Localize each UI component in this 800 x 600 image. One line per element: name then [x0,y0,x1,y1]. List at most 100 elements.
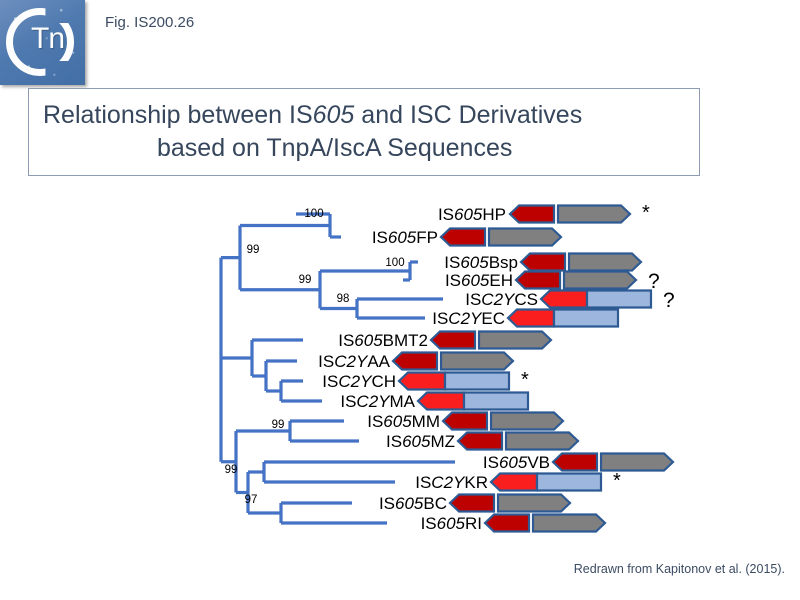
taxon-row: IS605HP [438,205,506,224]
bootstrap-value-7: 97 [245,494,258,506]
taxon-label-13: ISC2YKR [415,473,488,492]
gene-box-isca-9 [462,391,530,411]
taxon-name-pre: IS [386,432,402,451]
gene-box-isca-4 [585,289,653,309]
taxon-label-4: ISC2YCS [465,290,538,309]
taxon-row: IS605Bsp [444,253,518,272]
taxon-name-italic: 605 [454,205,483,224]
taxon-label-2: IS605Bsp [444,253,518,272]
taxon-name-pre: IS [322,372,338,391]
taxon-name-italic: 605 [395,494,424,513]
taxon-row: IS605VB [483,453,550,472]
gene-arrow-orfb-11 [504,431,580,451]
title-box: Relationship between IS605 and ISC Deriv… [28,88,700,176]
taxon-name-post: BMT2 [383,331,428,350]
taxon-name-pre: IS [465,290,481,309]
taxon-name-pre: IS [438,205,454,224]
bootstrap-value-4: 98 [337,293,350,305]
gene-arrow-tnpa-1 [439,227,487,247]
taxon-name-pre: IS [338,331,354,350]
taxon-label-0: IS605HP [438,205,506,224]
title-line-1: Relationship between IS605 and ISC Deriv… [29,99,699,132]
taxon-name-post: CH [371,372,396,391]
taxon-name-pre: IS [483,453,499,472]
taxon-name-post: Bsp [489,253,518,272]
gene-arrow-tnpa-9 [416,391,466,411]
taxon-name-italic: 605 [383,412,412,431]
gene-arrow-tnpa-15 [483,513,531,533]
gene-arrow-tnpa-3 [514,270,562,290]
gene-arrow-tnpa-14 [448,493,496,513]
gene-arrow-tnpa-6 [429,330,477,350]
gene-arrow-tnpa-5 [506,308,556,328]
taxon-name-pre: IS [432,309,448,328]
taxon-name-italic: 605 [499,453,528,472]
taxon-name-post: RI [465,514,482,533]
taxon-name-post: EH [489,271,513,290]
gene-box-isca-13 [535,472,603,492]
gene-arrow-orfb-7 [439,351,515,371]
taxon-name-italic: C2Y [448,309,483,328]
taxon-name-post: CS [514,290,538,309]
marker-question-4: ? [663,289,675,312]
gene-arrow-tnpa-7 [391,351,439,371]
gene-arrow-tnpa-10 [441,411,489,431]
taxon-name-post: AA [367,352,390,371]
taxon-name-post: FP [416,228,438,247]
gene-arrow-tnpa-0 [508,204,556,224]
taxon-name-post: VB [527,453,550,472]
taxon-row: IS605BC [379,494,447,513]
title-line1-pre: Relationship between IS [43,101,313,129]
marker-asterisk-13: * [613,470,621,492]
taxon-row: IS605MM [367,412,440,431]
taxon-label-8: ISC2YCH [322,372,396,391]
title-line1-post: and ISC Derivatives [354,101,583,129]
taxon-label-10: IS605MM [367,412,440,431]
gene-arrow-orfb-0 [556,204,632,224]
taxon-name-italic: 605 [460,253,489,272]
taxon-row: ISC2YKR [415,473,488,492]
taxon-label-5: ISC2YEC [432,309,505,328]
taxon-label-9: ISC2YMA [340,392,415,411]
gene-arrow-orfb-12 [599,452,675,472]
taxon-name-italic: 605 [461,271,490,290]
gene-arrow-tnpa-13 [489,472,539,492]
taxon-name-italic: 605 [388,228,417,247]
taxon-name-italic: C2Y [338,372,373,391]
logo-c-ring [6,8,74,76]
taxon-name-italic: C2Y [356,392,391,411]
taxon-name-italic: 605 [354,331,383,350]
source-credit: Redrawn from Kapitonov et al. (2015). [573,562,785,576]
bootstrap-value-0: 100 [304,208,323,220]
bootstrap-value-3: 99 [299,274,312,286]
title-line-2: based on TnpA/IscA Sequences [157,134,513,162]
gene-box-isca-8 [443,371,511,391]
taxon-row: ISC2YCH [322,372,396,391]
taxon-name-pre: IS [379,494,395,513]
taxon-name-italic: 605 [437,514,466,533]
taxon-name-italic: 605 [402,432,431,451]
taxon-name-pre: IS [367,412,383,431]
taxon-label-3: IS605EH [445,271,513,290]
gene-arrow-orfb-10 [489,411,565,431]
taxon-name-pre: IS [372,228,388,247]
marker-asterisk-0: * [642,202,650,224]
taxon-row: ISC2YAA [318,352,390,371]
taxon-name-pre: IS [318,352,334,371]
gene-arrow-tnpa-11 [456,431,504,451]
taxon-name-italic: C2Y [334,352,369,371]
taxon-name-pre: IS [445,271,461,290]
gene-box-isca-5 [552,308,620,328]
taxon-name-post: HP [482,205,506,224]
gene-arrow-orfb-6 [477,330,553,350]
taxon-name-italic: C2Y [431,473,466,492]
bootstrap-value-1: 99 [247,244,260,256]
gene-arrow-orfb-2 [567,252,643,272]
taxon-name-pre: IS [340,392,356,411]
taxon-label-14: IS605BC [379,494,447,513]
taxon-label-12: IS605VB [483,453,550,472]
taxon-label-6: IS605BMT2 [338,331,428,350]
gene-arrow-orfb-15 [531,513,607,533]
taxon-row: IS605MZ [386,432,455,451]
